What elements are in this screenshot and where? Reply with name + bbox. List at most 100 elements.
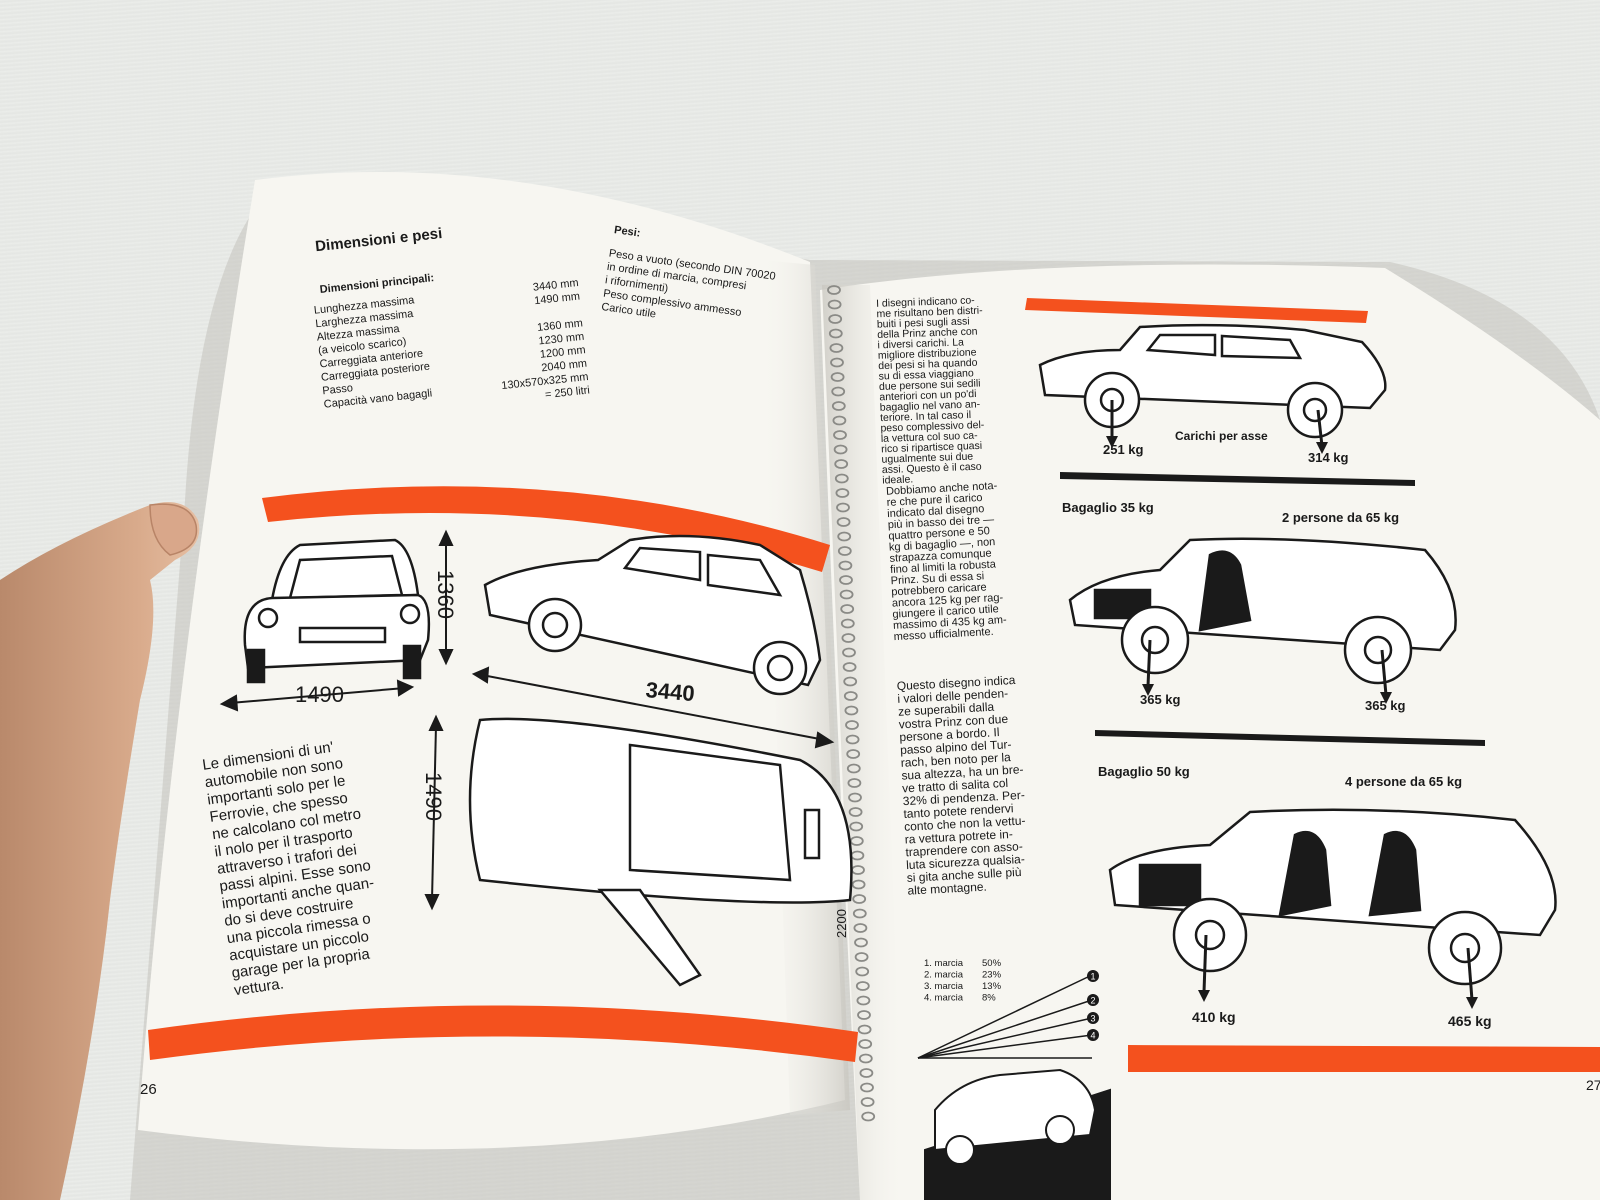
width-top-dimension: 1490 [421,772,446,821]
spiral-ring [838,560,853,571]
dimension-arrows [219,529,835,911]
spiral-ring [840,618,855,629]
fig2-luggage: Bagaglio 35 kg [1062,500,1154,515]
spiral-ring [852,908,867,919]
axle-load-car-3 [1108,808,1557,1001]
spiral-ring [841,633,856,643]
gear-label: 4. marcia [924,993,964,1004]
spiral-ring [837,546,852,556]
gear-marker-label: 1 [1090,972,1095,982]
spiral-binding [827,285,876,1122]
left-page [138,171,845,1150]
dimension-label: Passo [322,382,354,397]
right-column-2: Dobbiamo anche nota-re che pure il caric… [886,480,1008,643]
gear-value: 50% [982,958,1002,969]
column-line: 32% di pendenza. Per- [902,788,1025,808]
gear-label: 2. marcia [924,970,964,981]
side-view-drawing [483,534,822,696]
column-line: su di essa viaggiano [878,367,974,382]
column-line: ancora 125 kg per rag- [892,592,1004,610]
column-line: ugualmente sui due [881,451,973,466]
orange-stripe-bottom [148,1005,858,1062]
spiral-ring [834,473,849,484]
spiral-ring [835,488,850,498]
column-line: teriore. In tal caso il [880,409,971,424]
spiral-ring [846,763,861,774]
spiral-ring [859,1068,874,1078]
spiral-ring [827,285,841,295]
spiral-ring [847,778,862,788]
spiral-ring [844,705,859,716]
spiral-ring [853,923,868,933]
climbing-car-drawing [924,1068,1111,1200]
spiral-ring [860,1097,875,1107]
gear-marker-label: 3 [1090,1014,1095,1024]
spiral-ring [851,879,866,890]
hand [0,502,200,1200]
spiral-ring [857,1024,872,1035]
width-dimension: 1490 [295,682,344,707]
column-line: anteriori con un po'di [879,388,977,403]
column-line: ideale. [882,473,913,486]
spiral-ring [831,401,846,411]
gradient-diagram [917,974,1093,1059]
spiral-ring [832,415,847,426]
right-page [820,264,1600,1200]
spiral-ring [839,589,854,600]
spiral-ring [845,720,859,730]
column-line: ze superabili dalla [898,700,995,719]
column-line: ve tratto di salita col [902,776,1009,796]
fig1-front-load: 251 kg [1103,442,1144,457]
spiral-ring [848,807,863,817]
column-line: traprendere con asso- [905,839,1023,859]
spiral-ring [836,502,850,513]
body-line: vettura. [233,975,285,999]
column-line: due persone sui sedili [879,377,981,393]
column-line: sua altezza, ha un bre- [901,762,1024,782]
spiral-ring [860,1082,874,1093]
spiral-ring [831,386,846,397]
fig2-front-load: 365 kg [1140,692,1181,707]
spiral-ring [839,575,853,585]
gear-value: 13% [982,981,1002,992]
column-line: potrebbero caricare [891,581,987,598]
spiral-ring [828,314,843,324]
column-line: rico si ripartisce quasi [881,440,982,456]
gear-marker-label: 4 [1090,1031,1095,1041]
spiral-ring [854,937,868,948]
dimension-value: 2040 mm [541,358,588,375]
axle-load-car-2 [1068,537,1457,696]
column-line: i diversi carichi. La [877,336,964,351]
page-number-left: 26 [140,1081,157,1098]
column-line: rach, ben noto per la [900,750,1011,770]
spiral-ring [843,691,858,701]
spiral-ring [829,343,844,353]
dimension-value: 3440 mm [532,277,579,294]
spiral-ring [849,821,864,832]
column-line: ra vettura potrete in- [904,827,1013,847]
spiral-ring [833,430,847,440]
orange-stripe-bottom-right [1128,1045,1600,1072]
column-line: più in basso dei tre — [888,514,995,532]
column-line: peso complessivo del- [880,419,985,435]
column-line: massimo di 435 kg am- [893,614,1008,632]
fig1-caption: Carichi per asse [1175,429,1268,443]
column-line: me risultano ben distri- [876,305,983,321]
column-line: luta sicurezza qualsia- [906,852,1025,872]
spiral-ring [857,1010,871,1020]
fig2-rear-load: 365 kg [1365,698,1406,713]
column-line: la vettura col suo ca- [881,430,979,445]
spiral-ring [828,328,843,339]
column-line: alte montagne. [907,880,987,898]
top-view-drawing [468,717,853,987]
column-line: quattro persone e 50 [888,525,990,542]
column-line: Questo disegno indica [896,673,1016,693]
column-line: I disegni indicano co- [876,294,976,309]
column-line: bagaglio nel vano an- [880,398,981,414]
column-line: strapazza comunque [889,548,992,565]
spiral-ring [845,734,860,745]
gear-value: 23% [982,970,1002,981]
spiral-ring [854,952,869,962]
